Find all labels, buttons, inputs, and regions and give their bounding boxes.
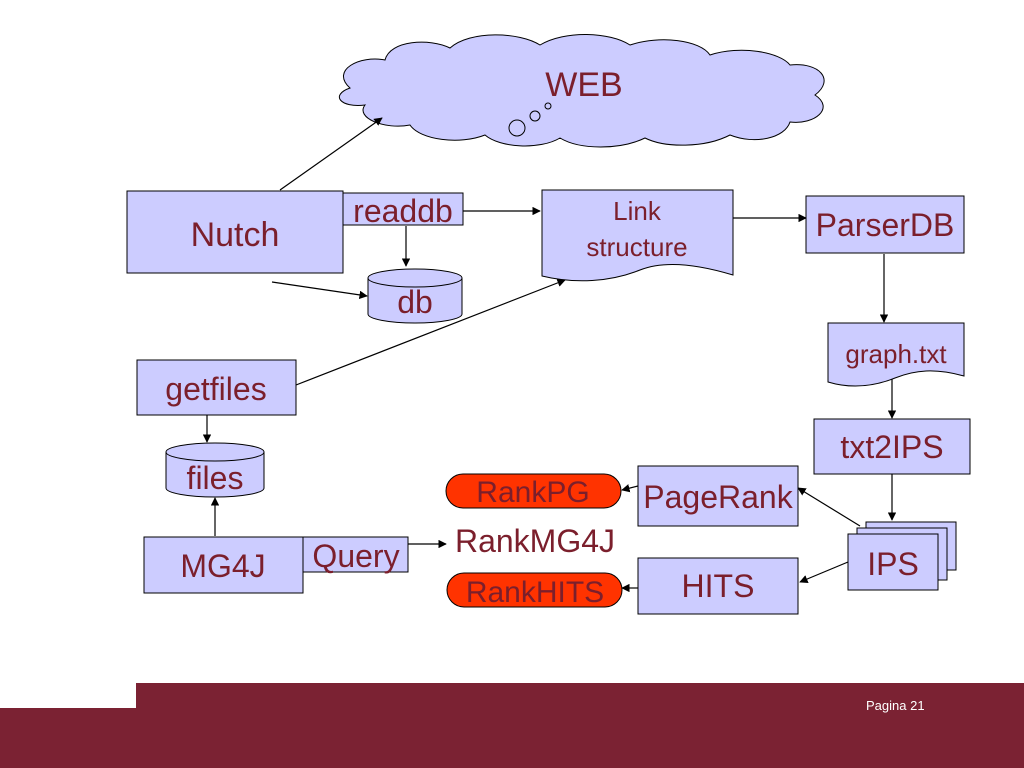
hits-node: HITS [637,557,799,615]
web-label: WEB [545,66,622,104]
readdb-label: readdb [353,193,453,229]
rankpg-node: RankPG [445,473,622,509]
rankpg-label: RankPG [476,476,589,509]
thought-bubble-small [544,102,552,110]
page-number: Pagina 21 [866,698,925,713]
thought-bubble-large [508,119,526,137]
nutch-label: Nutch [191,216,280,254]
edge-nutch-web [279,117,383,191]
hits-label: HITS [682,568,755,604]
graph-txt-label: graph.txt [845,339,947,369]
edge-ips-pagerank [797,487,861,527]
link-structure-label-line2: structure [586,232,687,262]
txt2ips-label: txt2IPS [840,429,943,465]
files-node: files [165,442,265,498]
footer-bar [0,708,1024,768]
graph-txt-node: graph.txt [827,322,965,387]
ips-label: IPS [867,546,919,582]
pagerank-node: PageRank [637,465,799,527]
nutch-node: Nutch [126,190,344,274]
link-structure-label-line1: Link [613,196,662,226]
readdb-node: readdb [342,192,464,229]
connectors [202,117,897,593]
query-node: Query [302,536,409,574]
edge-nutch-db [271,281,368,300]
query-label: Query [312,538,399,574]
getfiles-node: getfiles [136,359,297,416]
mg4j-node: MG4J [143,536,304,594]
txt2ips-node: txt2IPS [813,418,971,475]
rankmg4j-label: RankMG4J [455,523,615,559]
mg4j-label: MG4J [180,548,265,584]
db-node: db [367,268,463,324]
edge-getfiles-link [295,278,566,386]
getfiles-label: getfiles [165,371,266,407]
pagerank-label: PageRank [643,479,793,515]
db-label: db [397,284,433,320]
rankhits-node: RankHITS [446,572,623,609]
edge-ips-hits [799,561,849,583]
files-label: files [187,460,244,496]
parserdb-label: ParserDB [816,207,955,243]
thought-bubble-medium [529,110,541,122]
rankhits-label: RankHITS [466,576,604,609]
link-structure-node: Link structure [541,189,734,282]
web-cloud: WEB [338,34,825,148]
footer-bar-top [136,683,1024,708]
edge-pagerank-rankpg [621,484,639,493]
ips-node: IPS [847,521,957,591]
parserdb-node: ParserDB [805,195,965,254]
